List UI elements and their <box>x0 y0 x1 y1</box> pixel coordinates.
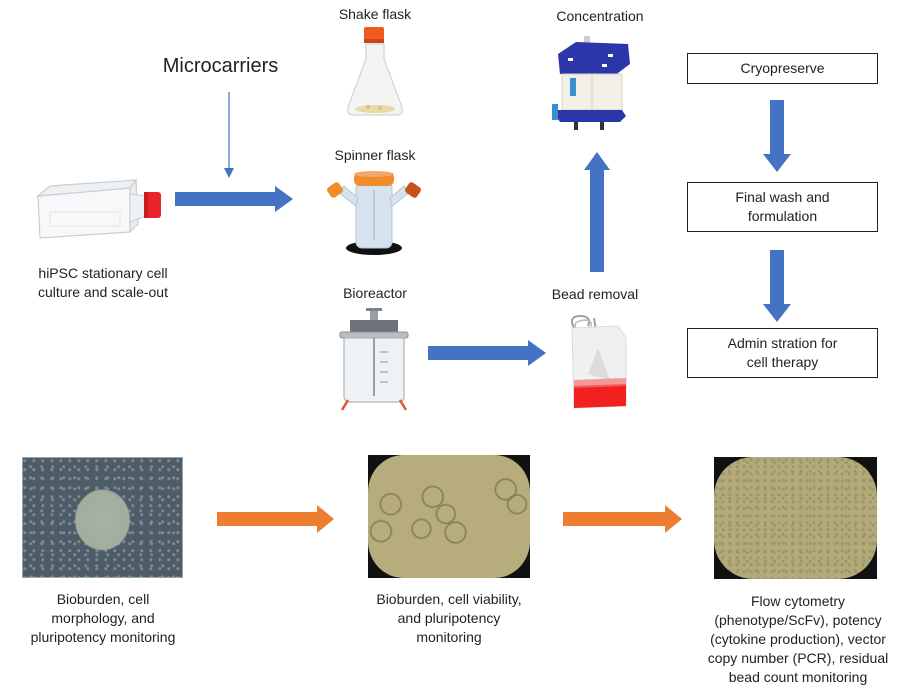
arrow-bioreactor-to-bead-removal <box>428 340 546 366</box>
step-box-administration: Admin stration for cell therapy <box>687 328 878 378</box>
monitoring-label-line: pluripotency monitoring <box>30 629 176 645</box>
final-cell-product-micrograph <box>714 457 877 579</box>
qc-arrow-2 <box>563 505 682 533</box>
concentrator-icon <box>552 36 630 130</box>
micrograph-field <box>368 455 530 578</box>
microcarrier-aggregates-micrograph <box>368 455 530 578</box>
bead-removal-label: Bead removal <box>551 286 639 302</box>
monitoring-label-line: monitoring <box>416 629 482 645</box>
micrograph-field <box>714 457 877 579</box>
bioreactor-label: Bioreactor <box>343 285 407 301</box>
microcarriers-label: Microcarriers <box>162 55 279 77</box>
arrow-bead-removal-to-concentration <box>584 152 610 272</box>
hipsc-colony-micrograph <box>22 457 183 578</box>
shake-flask-icon <box>347 27 403 116</box>
start-step-label: hiPSC stationary cell culture and scale-… <box>18 264 188 302</box>
monitoring-label-line: (phenotype/ScFv), potency <box>714 612 882 628</box>
monitoring-label-2: Bioburden, cell viability, and pluripote… <box>354 590 544 647</box>
qc-arrow-1 <box>217 505 334 533</box>
monitoring-label-1: Bioburden, cell morphology, and pluripot… <box>12 590 194 647</box>
arrow-final-wash-to-administration <box>763 250 791 322</box>
step-box-label: Cryopreserve <box>740 60 825 76</box>
t-flask-icon <box>36 178 161 239</box>
concentration-label: Concentration <box>556 8 644 24</box>
step-box-label-line: Final wash and <box>735 189 830 205</box>
monitoring-label-line: bead count monitoring <box>728 669 868 685</box>
shake-flask-label: Shake flask <box>338 6 412 22</box>
monitoring-label-line: Bioburden, cell <box>56 591 150 607</box>
monitoring-label-line: Flow cytometry <box>750 593 846 609</box>
monitoring-label-line: copy number (PCR), residual <box>707 650 889 666</box>
step-box-final-wash: Final wash and formulation <box>687 182 878 232</box>
microcarriers-arrow <box>224 92 234 178</box>
monitoring-label-3: Flow cytometry (phenotype/ScFv), potency… <box>698 592 898 687</box>
step-box-cryopreserve: Cryopreserve <box>687 53 878 84</box>
monitoring-label-line: (cytokine production), vector <box>710 631 886 647</box>
cell-bag-icon <box>571 314 627 409</box>
spinner-flask-icon <box>327 171 421 255</box>
start-step-label-line: hiPSC stationary cell <box>38 265 168 281</box>
step-box-label-line: cell therapy <box>746 354 819 370</box>
monitoring-label-line: Bioburden, cell viability, <box>376 591 522 607</box>
step-box-label-line: formulation <box>747 208 818 224</box>
monitoring-label-line: morphology, and <box>51 610 155 626</box>
bioreactor-icon <box>339 308 409 411</box>
monitoring-label-line: and pluripotency <box>397 610 501 626</box>
start-step-label-line: culture and scale-out <box>38 284 168 300</box>
arrow-flask-to-vessels <box>175 186 293 212</box>
spinner-flask-label: Spinner flask <box>334 147 416 163</box>
step-box-label-line: Admin stration for <box>727 335 838 351</box>
arrow-cryopreserve-to-final-wash <box>763 100 791 172</box>
